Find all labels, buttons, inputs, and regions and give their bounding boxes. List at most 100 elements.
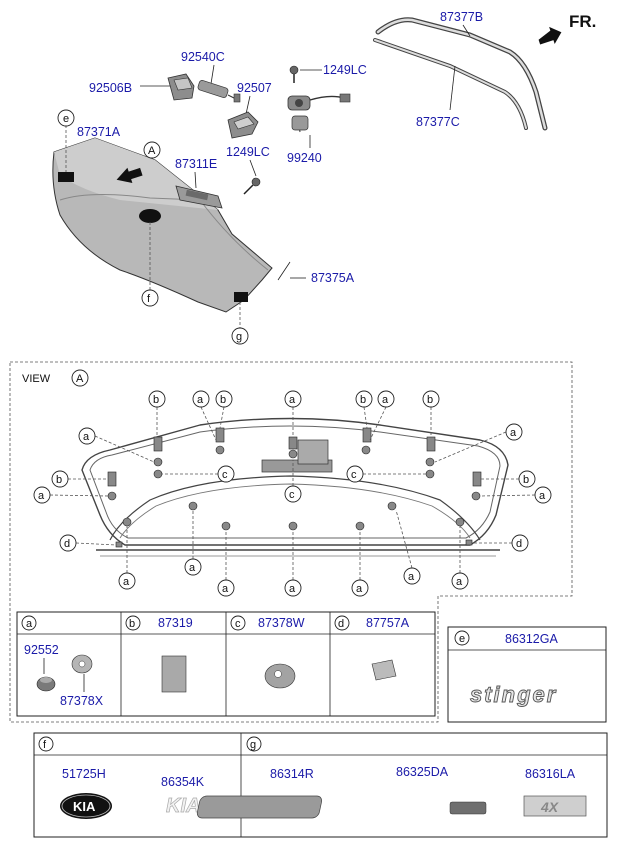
lamp-housing-icon: [167, 73, 195, 101]
legend-f-letter: f: [43, 739, 47, 751]
view-callouts: b a b a b a b a a c c c b a b a d: [33, 390, 552, 597]
leader-87375A-slash: [277, 261, 291, 281]
trim-emblem-hole: [139, 209, 161, 223]
view-callout-a2: a: [289, 394, 296, 406]
gt-line-emblem: [196, 795, 487, 819]
view-label: VIEW: [22, 373, 51, 385]
legend-fg-box: f 51725H 86354K KIA KIA g 86314R 86325DA…: [33, 732, 608, 838]
part-99240: 99240: [287, 151, 322, 165]
trim-panel-edge: [59, 193, 269, 271]
part-1249LC-mid: 1249LC: [226, 145, 270, 159]
lamp-wiring-icon: [197, 80, 241, 103]
trim-pad-left: [58, 172, 74, 182]
legend-d-letter: d: [338, 618, 344, 630]
view-callout-b4: b: [427, 394, 433, 406]
legend-a-letter: a: [26, 618, 33, 630]
callout-A: A: [148, 145, 156, 157]
stinger-emblem: stinger: [470, 682, 557, 707]
part-87371A: 87371A: [77, 125, 121, 139]
part-1249LC-top: 1249LC: [323, 63, 367, 77]
handle-group: 87311E 1249LC: [175, 145, 270, 209]
view-callout-b3: b: [360, 394, 366, 406]
trim-panel-group: 87371A e f g A: [52, 109, 273, 345]
view-callout-a13: a: [408, 571, 415, 583]
view-callout-b1: b: [153, 394, 159, 406]
view-callout-a11: a: [289, 583, 296, 595]
screw-icon: [289, 65, 299, 83]
legend-c-letter: c: [235, 618, 241, 630]
handle-icon: [175, 185, 223, 209]
view-callout-c3: c: [351, 469, 357, 481]
view-a-frame: [9, 361, 573, 723]
screw-mid-icon: [243, 177, 261, 195]
kia-emblem-black: KIA: [60, 793, 112, 819]
tailgate-outline: [81, 417, 509, 557]
pad-icon: [161, 655, 187, 693]
legend-e-box: e 86312GA stinger: [447, 626, 607, 723]
legend-a-part2: 87378X: [60, 694, 104, 708]
leader-87311E: [194, 171, 197, 189]
callout-A-circle: [143, 141, 161, 159]
view-callout-a14: a: [456, 576, 463, 588]
svg-text:KIA: KIA: [73, 799, 96, 814]
grommet-icon: [36, 676, 56, 692]
view-callout-b2: b: [220, 394, 226, 406]
weatherstrip-upper-inner: [376, 18, 547, 130]
callout-f: f: [147, 293, 151, 305]
view-callout-c2: c: [289, 489, 295, 501]
callout-f-circle: [141, 289, 159, 307]
license-lamp-group: 92540C 92506B 92507: [89, 50, 272, 139]
view-callout-a12: a: [356, 583, 363, 595]
part-92507: 92507: [237, 81, 272, 95]
weatherstrip-lower-inner: [374, 39, 527, 129]
trim-pad-right: [234, 292, 248, 302]
callout-g: g: [236, 331, 242, 343]
legend-a-part1: 92552: [24, 643, 59, 657]
view-callout-a3: a: [382, 394, 389, 406]
camera-icon: [287, 93, 351, 133]
awd-emblem: 4X: [523, 795, 587, 817]
part-92540C: 92540C: [181, 50, 225, 64]
legend-f-part2: 86354K: [161, 775, 205, 789]
view-callout-a4: a: [83, 431, 90, 443]
view-letter: A: [76, 373, 84, 385]
view-callout-c1: c: [222, 469, 228, 481]
kia-emblem-chrome: KIA: [166, 795, 200, 817]
camera-group: 1249LC 99240: [287, 63, 367, 165]
view-letter-circle: [71, 369, 89, 387]
legend-c-part: 87378W: [258, 616, 305, 630]
callout-g-circle: [231, 327, 249, 345]
legend-f-part1: 51725H: [62, 767, 106, 781]
legend-d-part: 87757A: [366, 616, 410, 630]
legend-e-part: 86312GA: [505, 632, 558, 646]
lamp-lens-icon: [227, 111, 259, 139]
view-callout-a1: a: [197, 394, 204, 406]
seal-icon: [264, 663, 296, 689]
legend-g-part1: 86314R: [270, 767, 314, 781]
washer-icon: [71, 654, 93, 674]
part-87375A: 87375A: [311, 271, 355, 285]
legend-g-part2: 86325DA: [396, 765, 449, 779]
view-callout-a5: a: [510, 427, 517, 439]
legend-b-letter: b: [129, 618, 135, 630]
leader-1249LC-mid: [249, 159, 257, 177]
view-callout-a6: a: [38, 490, 45, 502]
view-callout-a10: a: [222, 583, 229, 595]
view-callout-b6: b: [523, 474, 529, 486]
legend-g-letter: g: [250, 739, 256, 751]
legend-g-part3: 86316LA: [525, 767, 576, 781]
view-callout-a9: a: [189, 562, 196, 574]
weatherstrip-group: 87377B 87377C: [373, 10, 548, 131]
leader-92507: [245, 95, 251, 115]
part-87377C: 87377C: [416, 115, 460, 129]
legend-e-letter: e: [459, 633, 465, 645]
legend-table: a 92552 87378X b 87319 c 87378W d 87757A: [16, 611, 436, 717]
part-87377B: 87377B: [440, 10, 483, 24]
legend-b-part: 87319: [158, 616, 193, 630]
tape-icon: [371, 659, 397, 681]
callout-e: e: [63, 113, 69, 125]
svg-text:4X: 4X: [540, 799, 560, 815]
front-label: FR.: [569, 12, 596, 31]
view-callout-a8: a: [123, 576, 130, 588]
